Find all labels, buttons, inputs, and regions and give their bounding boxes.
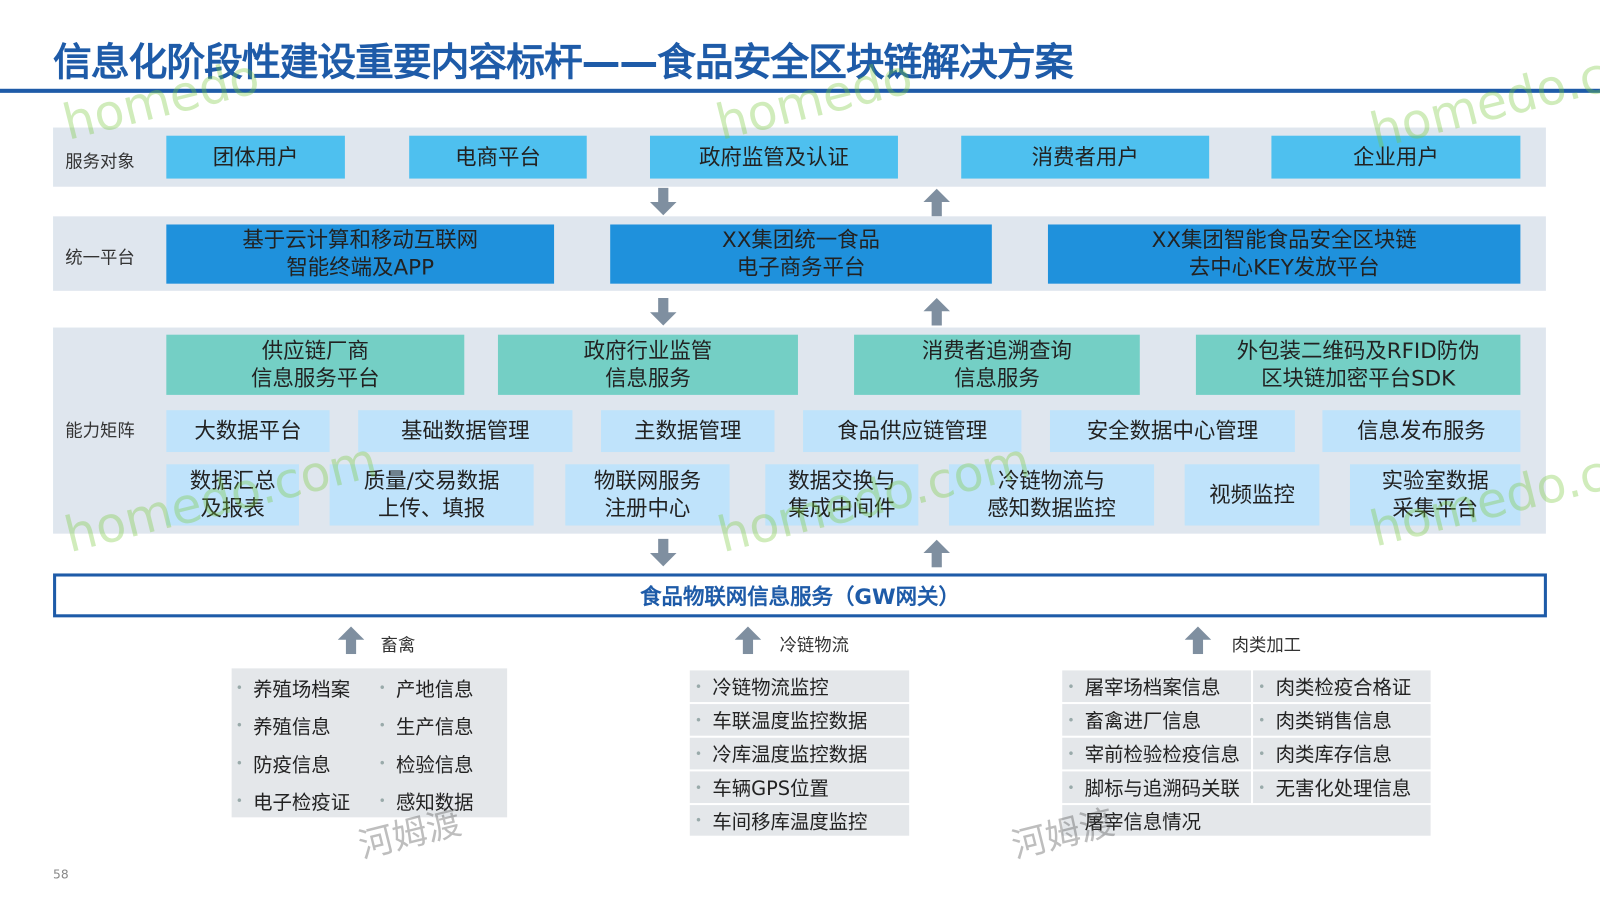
title-divider (0, 88, 1600, 93)
arrow-up-icon (923, 297, 950, 326)
capability-box: 数据交换与集成中间件 (765, 464, 919, 526)
arrow-up-icon (923, 539, 950, 568)
capability-top-box: 政府行业监管信息服务 (497, 334, 798, 395)
list-item: 畜禽进厂信息 (1062, 704, 1252, 736)
list-item: 电子检疫证 (236, 789, 350, 813)
line: XX集团统一食品 (722, 227, 880, 253)
service-box: 电商平台 (409, 135, 587, 179)
arrow-up-icon (337, 626, 365, 655)
line: 去中心KEY发放平台 (1188, 255, 1380, 280)
list-item: 车联温度监控数据 (689, 704, 910, 736)
list-item: 肉类销售信息 (1253, 704, 1431, 736)
line: 消费者追溯查询 (921, 338, 1072, 363)
list-item: 屠宰信息情况 (1062, 805, 1431, 836)
line: 信息服务 (605, 365, 691, 391)
line: 信息服务平台 (251, 365, 380, 391)
list-item: 车间移库温度监控 (689, 805, 910, 836)
source-label: 畜禽 (380, 635, 416, 657)
list-item: 肉类库存信息 (1253, 737, 1431, 770)
capability-box: 冷链物流与感知数据监控 (948, 464, 1155, 526)
capability-box: 基础数据管理 (358, 410, 573, 453)
line: 政府行业监管 (583, 338, 713, 363)
line: 物联网服务 (593, 468, 702, 493)
capability-box: 安全数据中心管理 (1049, 410, 1295, 453)
line: 冷链物流与 (997, 468, 1106, 493)
line: 信息服务 (954, 365, 1040, 391)
line: XX集团智能食品安全区块链 (1151, 227, 1417, 253)
service-label: 服务对象 (65, 152, 135, 173)
arrow-down-icon (649, 187, 677, 216)
line: 区块链加密平台SDK (1261, 365, 1456, 391)
line: 数据交换与 (788, 468, 896, 493)
platform-box: XX集团智能食品安全区块链去中心KEY发放平台 (1047, 224, 1521, 284)
capability-box: 质量/交易数据上传、填报 (329, 464, 534, 526)
page-title: 信息化阶段性建设重要内容标杆——食品安全区块链解决方案 (53, 39, 1073, 85)
list-item: 车辆GPS位置 (689, 771, 910, 804)
list-item: 防疫信息 (236, 751, 331, 776)
list-item: 产地信息 (379, 676, 474, 700)
capability-box: 数据汇总及报表 (166, 464, 299, 526)
line: 上传、填报 (378, 495, 486, 521)
line: 智能终端及APP (286, 255, 435, 280)
capability-top-box: 外包装二维码及RFID防伪区块链加密平台SDK (1195, 334, 1521, 395)
arrow-down-icon (649, 297, 677, 326)
gateway-box: 食品物联网信息服务（GW网关） (53, 573, 1547, 618)
platform-label: 统一平台 (65, 247, 135, 269)
line: 供应链厂商 (261, 338, 369, 363)
capability-box: 物联网服务注册中心 (565, 464, 730, 526)
list-item: 生产信息 (379, 713, 474, 738)
list-item: 脚标与追溯码关联 (1062, 771, 1252, 804)
source-label: 冷链物流 (779, 635, 849, 657)
arrow-up-icon (923, 188, 950, 217)
line: 采集平台 (1392, 495, 1479, 521)
arrow-down-icon (649, 538, 677, 567)
list-item: 冷库温度监控数据 (689, 737, 910, 770)
list-item: 养殖信息 (236, 713, 331, 738)
capability-box: 视频监控 (1184, 464, 1320, 526)
capability-top-box: 供应链厂商信息服务平台 (166, 334, 465, 395)
platform-box: XX集团统一食品电子商务平台 (610, 224, 992, 284)
arrow-up-icon (1184, 626, 1212, 655)
service-box: 消费者用户 (961, 135, 1210, 179)
capability-box: 实验室数据采集平台 (1349, 464, 1521, 526)
capability-box: 信息发布服务 (1322, 410, 1521, 453)
page-number: 58 (53, 867, 69, 882)
capability-box: 大数据平台 (166, 410, 330, 453)
service-box: 团体用户 (166, 135, 345, 179)
line: 注册中心 (604, 495, 691, 521)
list-item: 屠宰场档案信息 (1062, 670, 1252, 703)
line: 及报表 (200, 495, 265, 521)
list-item: 无害化处理信息 (1253, 771, 1431, 804)
arrow-up-icon (734, 626, 762, 655)
line: 实验室数据 (1381, 468, 1489, 493)
line: 质量/交易数据 (363, 468, 500, 493)
capability-label: 能力矩阵 (65, 421, 135, 442)
platform-box: 基于云计算和移动互联网智能终端及APP (166, 224, 555, 284)
list-item: 肉类检疫合格证 (1253, 670, 1431, 703)
line: 外包装二维码及RFID防伪 (1236, 338, 1480, 363)
list-item: 感知数据 (379, 789, 474, 813)
list-item: 冷链物流监控 (689, 670, 910, 703)
service-box: 企业用户 (1271, 135, 1521, 179)
capability-box: 食品供应链管理 (803, 410, 1022, 453)
line: 电子商务平台 (736, 255, 866, 280)
list-item: 宰前检验检疫信息 (1062, 737, 1252, 770)
line: 数据汇总 (189, 468, 276, 493)
line: 集成中间件 (788, 495, 896, 521)
line: 感知数据监控 (987, 495, 1116, 521)
list-item: 养殖场档案 (236, 676, 350, 700)
list-item: 检验信息 (379, 751, 474, 776)
line: 基于云计算和移动互联网 (242, 227, 479, 253)
capability-box: 主数据管理 (601, 410, 775, 453)
source-label: 肉类加工 (1231, 635, 1302, 657)
capability-top-box: 消费者追溯查询信息服务 (854, 334, 1140, 395)
service-box: 政府监管及认证 (649, 135, 898, 179)
